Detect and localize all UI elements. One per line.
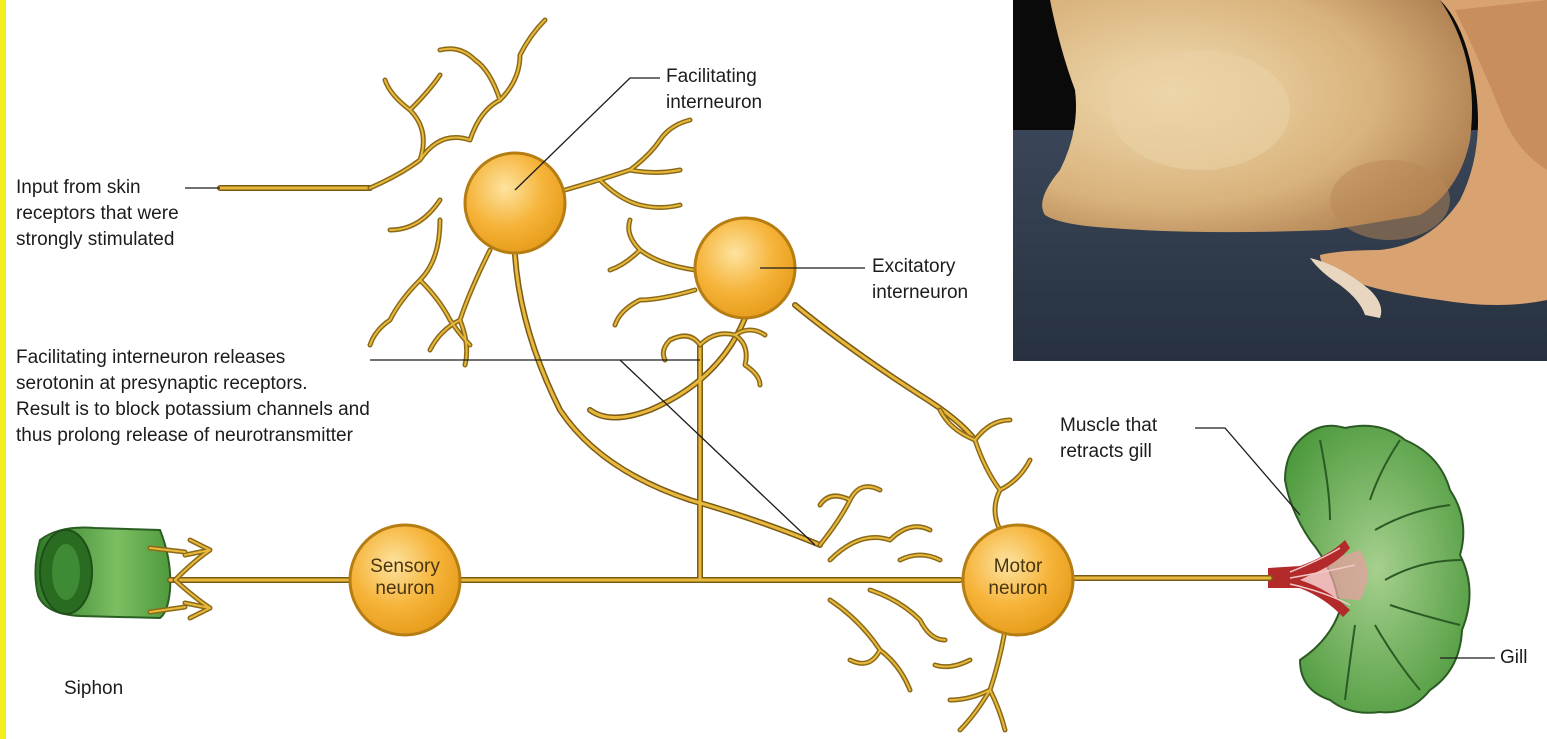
- label-input-from-skin: Input from skin receptors that were stro…: [16, 175, 179, 253]
- label-sensory-neuron: Sensory neuron: [350, 556, 460, 600]
- facilitating-interneuron-body: [465, 153, 565, 253]
- aplysia-photo: [1013, 0, 1547, 361]
- label-motor-neuron: Motor neuron: [963, 556, 1073, 600]
- label-serotonin-note: Facilitating interneuron releases seroto…: [16, 345, 370, 449]
- label-muscle-retracts-gill: Muscle that retracts gill: [1060, 413, 1157, 465]
- label-gill: Gill: [1500, 645, 1527, 671]
- label-facilitating-interneuron: Facilitating interneuron: [666, 64, 762, 116]
- siphon-shape: [35, 528, 170, 619]
- label-siphon: Siphon: [64, 676, 123, 702]
- label-excitatory-interneuron: Excitatory interneuron: [872, 254, 968, 306]
